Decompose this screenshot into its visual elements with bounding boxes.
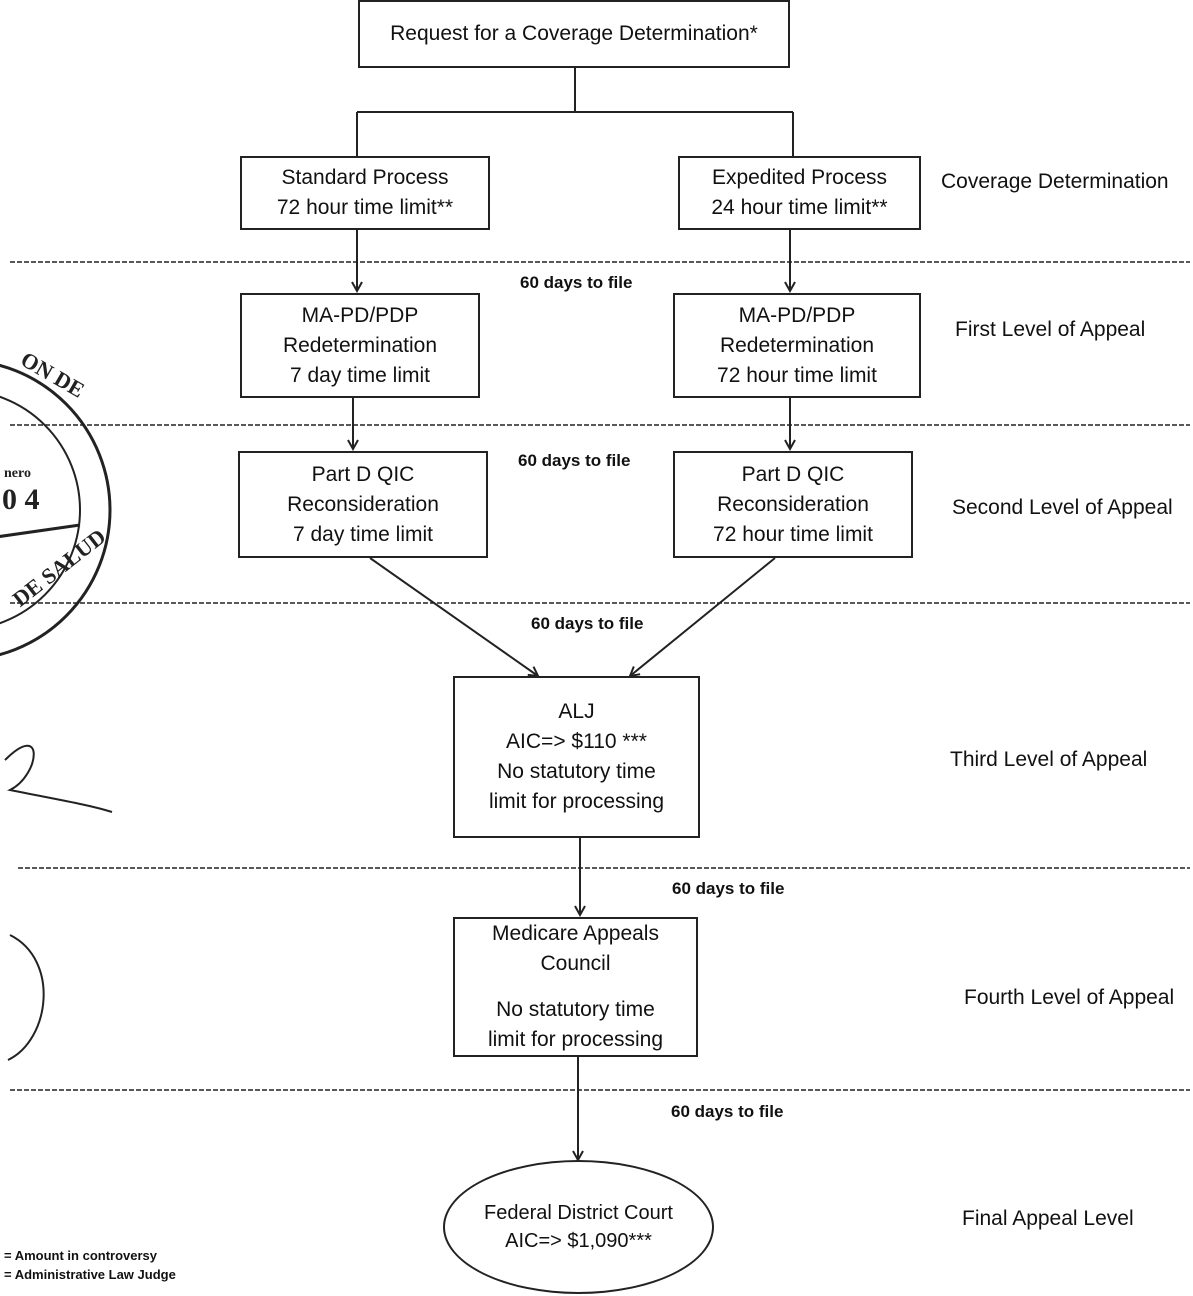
arrow-qic-standard-to-alj (369, 557, 538, 676)
box-line: ALJ (558, 700, 595, 723)
box-line: Part D QIC (311, 462, 415, 486)
request-coverage-label: Request for a Coverage Determination* (390, 22, 758, 45)
flow-arrows (353, 230, 790, 1160)
file-deadline-label: 60 days to file (671, 1102, 784, 1121)
file-deadline-label: 60 days to file (520, 273, 633, 292)
box-line: MA-PD/PDP (738, 303, 856, 327)
level-separators (10, 261, 1190, 1091)
redetermination-expedited-box: MA-PD/PDP Redetermination 72 hour time l… (673, 293, 921, 398)
top-split-connector (356, 68, 794, 156)
box-line: Redetermination (719, 333, 875, 357)
signature-marks (4, 744, 113, 1061)
box-line: No statutory time (496, 998, 655, 1021)
redetermination-standard-box: MA-PD/PDP Redetermination 7 day time lim… (240, 293, 480, 398)
box-line: AIC=> $110 *** (506, 730, 647, 753)
arrow-qic-expedited-to-alj (630, 557, 776, 676)
box-line: 72 hour time limit (713, 522, 873, 546)
level-label-final: Final Appeal Level (962, 1207, 1134, 1230)
box-line: Council (540, 952, 611, 975)
stamp-number-label: nero (4, 466, 31, 481)
official-stamp (0, 363, 112, 657)
box-line: Reconsideration (717, 492, 869, 516)
qic-standard-box: Part D QIC Reconsideration 7 day time li… (238, 451, 488, 558)
box-line: 7 day time limit (289, 363, 431, 387)
level-label-third: Third Level of Appeal (950, 748, 1148, 771)
alj-box: ALJ AIC=> $110 *** No statutory time lim… (453, 676, 700, 838)
federal-court-oval: Federal District Court AIC=> $1,090*** (443, 1160, 714, 1294)
standard-process-box: Standard Process 72 hour time limit** (240, 156, 490, 230)
box-line: MA-PD/PDP (301, 303, 419, 327)
box-line: Standard Process (281, 166, 449, 189)
box-line: 24 hour time limit** (711, 196, 888, 219)
box-line: 72 hour time limit** (276, 196, 454, 219)
box-line: Expedited Process (711, 166, 888, 189)
box-line: Medicare Appeals (492, 922, 659, 945)
request-coverage-box: Request for a Coverage Determination* (358, 0, 790, 68)
stamp-number: 0 4 (2, 483, 40, 516)
box-line: limit for processing (488, 790, 665, 813)
box-line: No statutory time (497, 760, 656, 783)
legend-alj: = Administrative Law Judge (4, 1267, 176, 1282)
legend-aic: = Amount in controversy (4, 1248, 158, 1263)
box-line: limit for processing (487, 1028, 664, 1051)
level-label-first: First Level of Appeal (955, 318, 1146, 341)
level-label-second: Second Level of Appeal (952, 496, 1173, 519)
level-label-fourth: Fourth Level of Appeal (964, 986, 1175, 1009)
appeals-council-box: Medicare Appeals Council No statutory ti… (453, 917, 698, 1057)
box-line: Redetermination (282, 333, 438, 357)
file-deadline-label: 60 days to file (531, 614, 644, 633)
qic-expedited-box: Part D QIC Reconsideration 72 hour time … (673, 451, 913, 558)
oval-line: AIC=> $1,090*** (505, 1230, 652, 1252)
expedited-process-box: Expedited Process 24 hour time limit** (678, 156, 921, 230)
box-line: Part D QIC (741, 462, 845, 486)
level-label-coverage: Coverage Determination (941, 170, 1169, 193)
oval-line: Federal District Court (484, 1202, 673, 1224)
file-deadline-label: 60 days to file (518, 451, 631, 470)
file-deadline-label: 60 days to file (672, 879, 785, 898)
box-line: 72 hour time limit (717, 363, 877, 387)
box-line: Reconsideration (287, 492, 439, 516)
box-line: 7 day time limit (292, 522, 434, 546)
